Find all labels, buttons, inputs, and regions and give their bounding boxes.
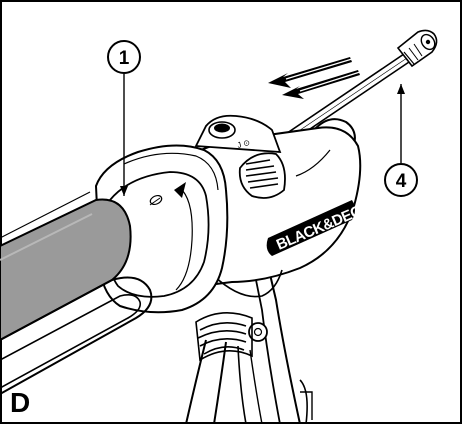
speed-dial: J ⊙ <box>194 114 286 199</box>
callout-1-number: 1 <box>119 48 130 69</box>
callout-4-number: 4 <box>396 171 407 192</box>
rotating-collar <box>94 144 229 314</box>
rod-end-cap <box>396 29 438 68</box>
dial-marks: J ⊙ <box>236 138 251 150</box>
push-direction-arrow-icon <box>268 57 361 99</box>
cartridge-tube <box>0 191 153 395</box>
callout-4-circle <box>384 163 418 197</box>
callout-1: 1 <box>107 40 141 196</box>
callout-1-circle <box>107 40 141 74</box>
triangle-marker-icon <box>174 182 186 198</box>
callout-4: 4 <box>384 84 418 197</box>
panel-label: D <box>10 387 30 418</box>
